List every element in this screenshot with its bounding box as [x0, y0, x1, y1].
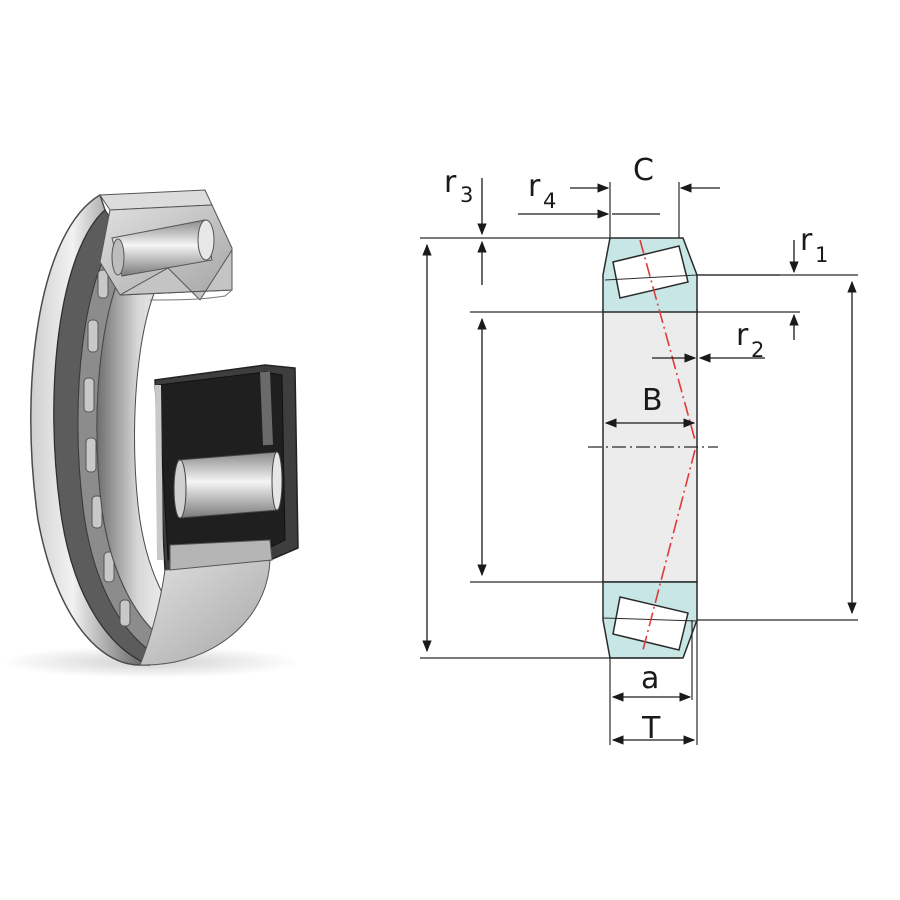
svg-text:r: r	[444, 165, 457, 200]
roller-top	[612, 245, 689, 299]
label-c: C	[633, 153, 654, 188]
extension-lines	[420, 182, 858, 745]
visible-rollers	[83, 269, 131, 627]
label-r2: r 2	[736, 318, 764, 362]
svg-text:r: r	[736, 318, 749, 353]
bottom-ring-face	[139, 559, 271, 666]
label-r1: r 1	[800, 223, 828, 267]
svg-text:4: 4	[543, 189, 556, 213]
svg-text:r: r	[800, 223, 813, 258]
inner-ring-bore	[602, 309, 698, 583]
label-r4: r 4	[528, 169, 556, 213]
svg-text:2: 2	[751, 338, 764, 362]
svg-text:r: r	[528, 169, 541, 204]
label-r3: r 3	[444, 165, 473, 207]
svg-text:1: 1	[815, 243, 828, 267]
pressure-line-upper	[639, 239, 696, 441]
label-a: a	[641, 661, 659, 696]
dimension-arrows	[422, 178, 857, 745]
label-b: B	[642, 383, 663, 418]
top-roller-end	[197, 219, 215, 261]
svg-text:3: 3	[460, 183, 473, 207]
label-t: T	[641, 711, 661, 746]
pressure-line-lower	[642, 449, 696, 651]
